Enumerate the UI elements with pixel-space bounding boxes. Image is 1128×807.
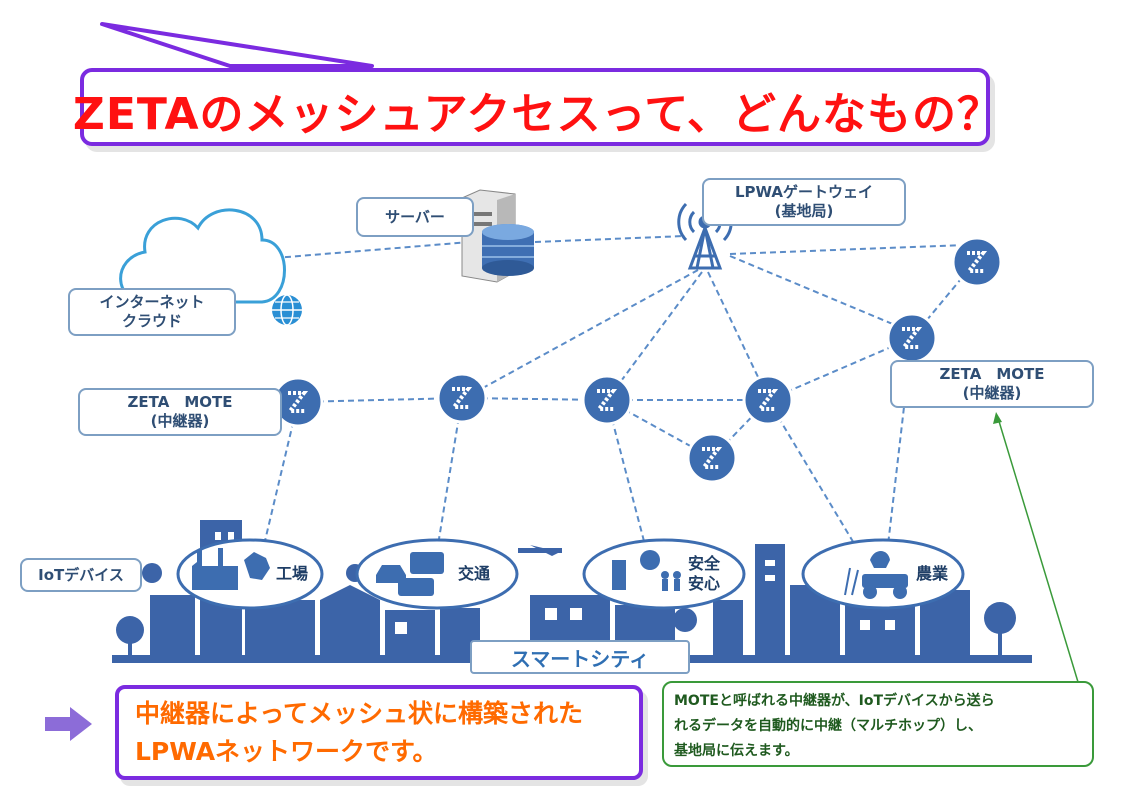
globe-icon [272,294,302,326]
mote-node [742,374,794,426]
server-label: サーバー [356,197,474,237]
mote-label-right-line1: ZETA MOTE [939,365,1045,383]
category-safety-line1: 安全 [688,554,721,573]
mote-node [951,236,1003,288]
smart-city-label: スマートシティ [470,640,690,674]
gateway-label-line1: LPWAゲートウェイ [734,183,874,201]
server-label-text: サーバー [385,207,445,226]
category-factory: 工場 [276,564,309,583]
mote-node [272,376,324,428]
cloud-label-line2: クラウド [121,312,182,330]
page-title: ZETAのメッシュアクセスって、どんなもの？ [72,89,1003,140]
safety-icon [612,550,681,591]
agriculture-icon [844,551,908,599]
gateway-label: LPWAゲートウェイ (基地局) [702,178,906,226]
mote-label-right: ZETA MOTE (中継器) [890,360,1094,408]
mote-nodes [272,236,1003,484]
category-safety-line2: 安心 [688,574,721,593]
mote-label-right-line2: (中継器) [962,384,1022,402]
mote-label-left-line1: ZETA MOTE [127,393,233,411]
category-agriculture: 農業 [916,564,949,583]
mote-node [581,374,633,426]
mote-note-line3: 基地局に伝えます。 [674,743,799,759]
cloud-icon [119,208,286,304]
cloud-label-line1: インターネット [99,293,205,311]
mote-note-line2: れるデータを自動的に中継（マルチホップ）し、 [674,718,982,734]
iot-device-label: IoTデバイス [20,558,142,592]
mote-node [886,312,938,364]
summary-line1: 中継器によってメッシュ状に構築された [135,699,584,728]
category-safety: 安全 安心 [688,554,720,594]
cloud-label: インターネット クラウド [68,288,236,336]
traffic-icon [376,552,444,596]
gateway-label-line2: (基地局) [774,202,834,220]
summary-box: 中継器によってメッシュ状に構築された LPWAネットワークです。 [115,685,643,780]
mote-node [686,432,738,484]
right-arrow-icon [45,707,92,741]
title-frame [80,68,990,146]
mote-note-line1: MOTEと呼ばれる中継器が、IoTデバイスから送ら [674,693,995,709]
server-icon [461,189,534,283]
mote-node [436,372,488,424]
iot-device-label-text: IoTデバイス [38,565,124,584]
mote-label-left: ZETA MOTE (中継器) [78,388,282,436]
category-traffic: 交通 [458,564,491,583]
summary-line2: LPWAネットワークです。 [135,737,438,766]
mote-note: MOTEと呼ばれる中継器が、IoTデバイスから送ら れるデータを自動的に中継（マ… [662,681,1094,767]
annotation-arrow [997,417,1079,683]
mote-label-left-line2: (中継器) [150,412,210,430]
factory-icon [192,548,270,590]
